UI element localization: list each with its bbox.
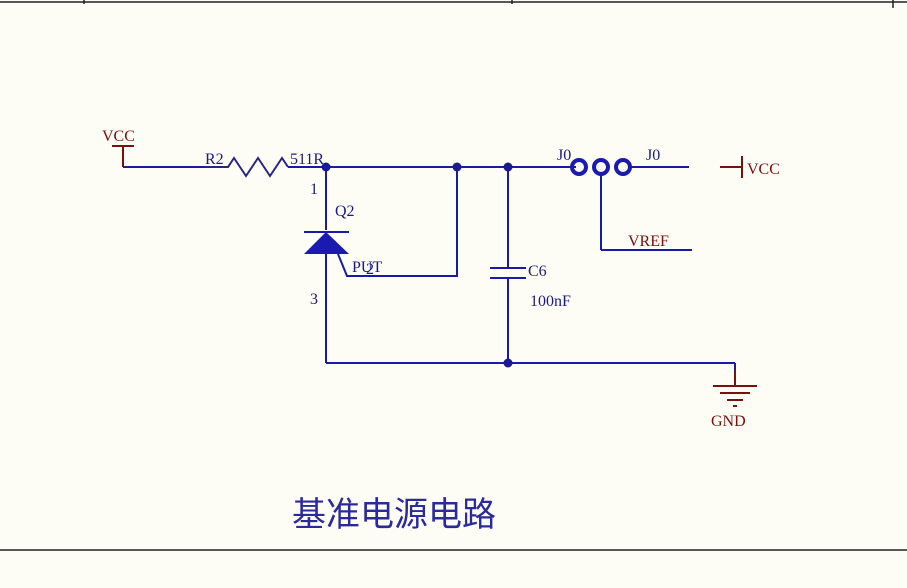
capacitor-c6[interactable]: C6 100nF xyxy=(490,167,571,363)
vcc-right-label: VCC xyxy=(747,161,780,178)
q2-type-label: PUT xyxy=(352,259,382,276)
junction-dots xyxy=(321,162,513,368)
r2-value-label: 511R xyxy=(290,151,324,168)
c6-ref-label: C6 xyxy=(528,263,547,280)
q2-ref-label: Q2 xyxy=(335,203,355,220)
q2-put-device[interactable]: 1 2 3 Q2 PUT xyxy=(304,167,458,363)
gnd-power-port[interactable]: GND xyxy=(711,370,757,430)
r2-ref-label: R2 xyxy=(205,151,224,168)
sheet-frame xyxy=(0,0,907,551)
ground-rail-wire[interactable] xyxy=(326,362,736,385)
q2-pin2-label: 2 xyxy=(366,261,374,278)
j0-right-label: J0 xyxy=(646,147,660,164)
schematic-title: 基准电源电路 xyxy=(292,495,496,535)
c6-value-label: 100nF xyxy=(530,293,571,310)
q2-pin3-label: 3 xyxy=(310,291,318,308)
resistor-r2[interactable]: R2 511R xyxy=(204,151,324,178)
j0-left-label: J0 xyxy=(557,147,571,164)
vcc-power-port-left[interactable]: VCC xyxy=(102,128,135,167)
vcc-power-port-right[interactable]: VCC xyxy=(720,156,780,178)
q2-pin1-label: 1 xyxy=(310,181,318,198)
jumper-j0[interactable]: J0 J0 xyxy=(557,147,692,251)
vcc-left-label: VCC xyxy=(102,128,135,145)
vref-net-label[interactable]: VREF xyxy=(628,233,669,250)
gnd-label: GND xyxy=(711,413,746,430)
